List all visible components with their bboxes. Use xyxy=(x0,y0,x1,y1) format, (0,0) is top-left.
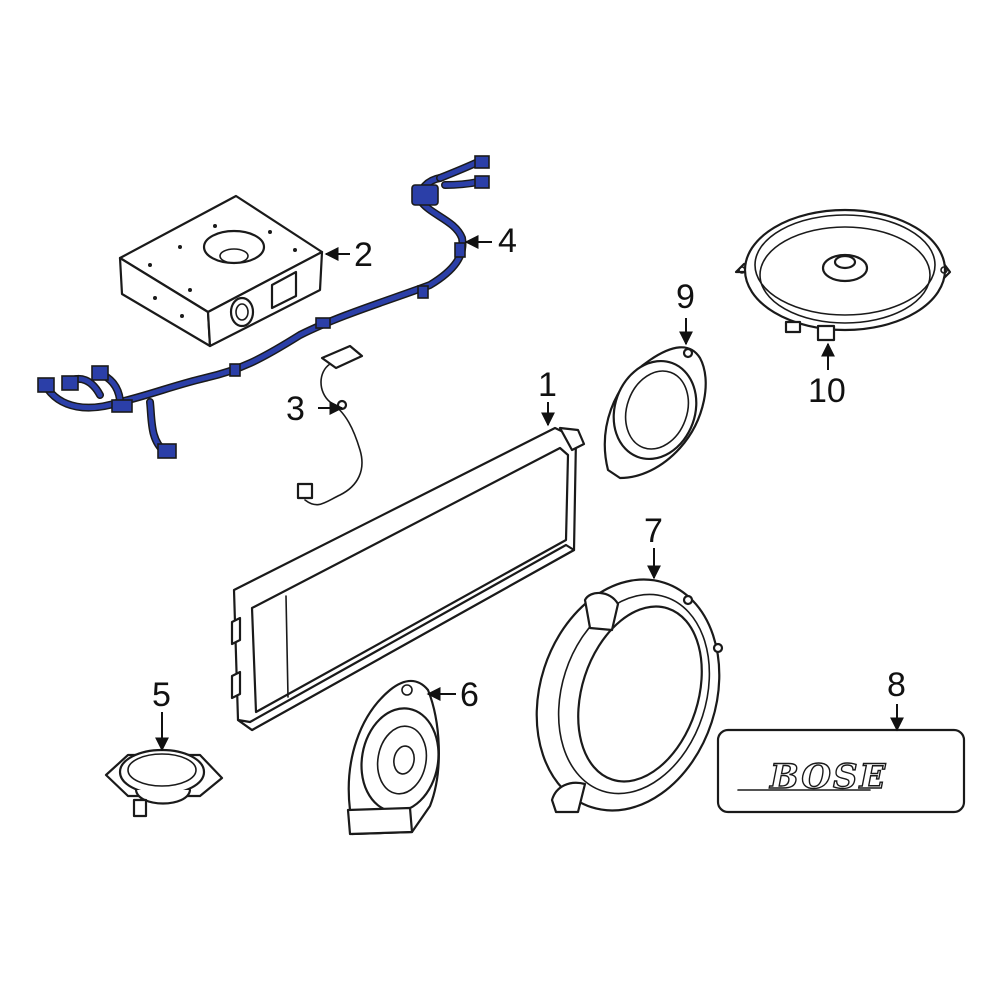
callout-5: 5 xyxy=(152,676,171,714)
callout-6: 6 xyxy=(460,676,479,714)
callout-9: 9 xyxy=(676,278,695,316)
callout-arrows xyxy=(155,235,904,752)
callout-4: 4 xyxy=(498,222,517,260)
bose-emblem[interactable]: BOSE xyxy=(716,728,966,814)
display-panel[interactable] xyxy=(230,426,586,732)
callout-3: 3 xyxy=(286,390,305,428)
mid-speaker[interactable] xyxy=(346,679,446,836)
callout-7: 7 xyxy=(644,512,663,550)
wiring-harness[interactable] xyxy=(37,155,490,459)
amplifier-module[interactable] xyxy=(118,194,324,348)
callout-labels: 1 2 3 4 5 6 7 8 9 10 xyxy=(152,222,906,714)
microphone-lead[interactable] xyxy=(296,344,364,506)
callout-8: 8 xyxy=(887,666,906,704)
center-speaker[interactable] xyxy=(104,748,224,818)
callout-1: 1 xyxy=(538,366,557,404)
door-tweeter[interactable] xyxy=(600,346,709,480)
woofer-speaker[interactable] xyxy=(508,556,748,835)
coaxial-speaker[interactable] xyxy=(734,208,952,342)
bose-emblem-text: BOSE xyxy=(769,757,887,797)
callout-2: 2 xyxy=(354,236,373,274)
callout-10: 10 xyxy=(808,372,846,410)
